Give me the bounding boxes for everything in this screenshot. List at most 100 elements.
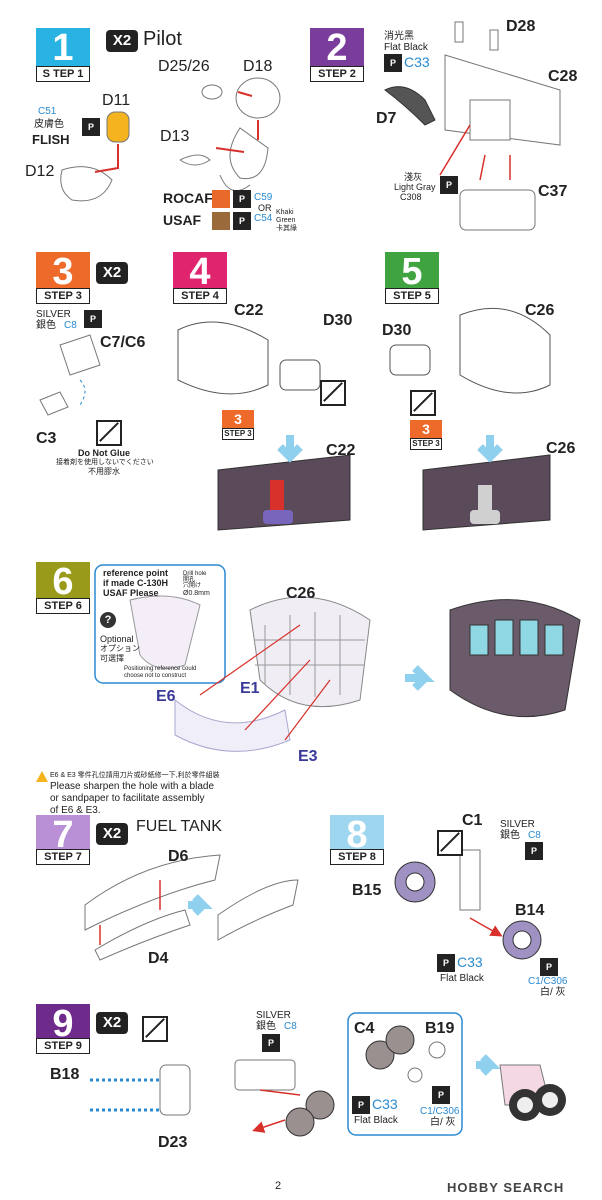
rocaf-label: ROCAF [163, 190, 213, 206]
step2-paint2-code: C308 [400, 192, 422, 202]
part-d28: D28 [506, 18, 536, 35]
usaf-label: USAF [163, 212, 202, 228]
drill-size: Ø0.8mm [183, 590, 210, 597]
drill-3: 穴開け [183, 583, 202, 589]
part-c28: C28 [548, 68, 578, 85]
part-b18: B18 [50, 1066, 80, 1083]
warning-line2: or sandpaper to facilitate assembly [50, 793, 205, 804]
part-e6: E6 [156, 688, 176, 705]
step5-badge: 5 [385, 252, 439, 292]
watermark-logo: HOBBY SEARCH [447, 1180, 565, 1195]
part-c26: C26 [286, 585, 316, 602]
part-d23: D23 [158, 1134, 188, 1151]
warning-icon [36, 771, 48, 782]
paint-icon: P [233, 190, 251, 208]
step5-ref-badge: 3 [410, 420, 442, 438]
step2-paint1-code: C33 [404, 54, 430, 70]
step8-badge: 8 [330, 815, 384, 855]
step1-paint-code: C51 [38, 106, 57, 117]
step9-paint3-code: C1/C306 [420, 1106, 460, 1117]
part-c3: C3 [36, 430, 57, 447]
paint-icon: P [540, 958, 558, 976]
usaf-note2: Green [276, 217, 296, 224]
step3-label: STEP 3 [36, 288, 90, 304]
usaf-note3: 卡其綠 [276, 225, 297, 232]
step4-badge: 4 [173, 252, 227, 292]
part-d30: D30 [323, 312, 353, 329]
step8-paint1-zh: 銀色 [500, 830, 520, 841]
no-glue-icon [142, 1016, 168, 1042]
step6-label: STEP 6 [36, 598, 90, 614]
step3-badge: 3 [36, 252, 90, 292]
ref-line1: if made C-130H [103, 578, 169, 588]
step1-title: Pilot [143, 28, 182, 50]
part-c37: C37 [538, 183, 568, 200]
step9-paint2-name: Flat Black [354, 1115, 398, 1126]
paint-icon: P [262, 1034, 280, 1052]
step8-paint2-name: Flat Black [440, 973, 484, 984]
paint-icon: P [82, 118, 100, 136]
ref-note1: Positioning reference could [124, 666, 197, 672]
paint-icon: P [84, 310, 102, 328]
part-c1: C1 [462, 812, 483, 829]
paint-icon: P [233, 212, 251, 230]
warning-line3: of E6 & E3. [50, 805, 101, 816]
step2-paint2-zh: 淺灰 [404, 172, 423, 182]
drill-2: 開孔 [183, 577, 196, 583]
step7-label: STEP 7 [36, 849, 90, 865]
part-d13: D13 [160, 128, 190, 145]
step2-paint2-name: Light Gray [394, 182, 436, 192]
step7-title: FUEL TANK [136, 818, 222, 835]
step1-paint-zh: 皮膚色 [34, 119, 64, 130]
part-e3: E3 [298, 748, 318, 765]
ref-title: reference point [103, 568, 169, 578]
page-number: 2 [275, 1180, 282, 1192]
rocaf-swatch [212, 190, 230, 208]
ref-note2: choose not to construct [124, 673, 187, 679]
step9-badge: 9 [36, 1004, 90, 1044]
step9-paint1-code: C8 [284, 1021, 297, 1032]
no-glue-icon [320, 380, 346, 406]
step2-badge: 2 [310, 28, 364, 68]
warning-line1: Please sharpen the hole with a blade [50, 781, 215, 792]
step1-multiplier: X2 [106, 30, 138, 52]
step3-paint-zh: 銀色 [36, 320, 56, 331]
optional-en: Optional [100, 634, 134, 644]
step9-paint1-zh: 銀色 [256, 1021, 276, 1032]
no-glue-icon [437, 830, 463, 856]
optional-icon: ? [100, 612, 116, 628]
step3-paint-code: C8 [64, 320, 77, 331]
part-d4: D4 [148, 950, 169, 967]
warning-zh: E6 & E3 零件孔位請用刀片或砂紙修一下,利於零件組裝 [50, 772, 220, 779]
ref-line2: USAF Please [103, 588, 159, 598]
optional-zh: 可選擇 [100, 654, 124, 663]
paint-icon: P [440, 176, 458, 194]
part-c26-result: C26 [546, 440, 576, 457]
part-c7-c6: C7/C6 [100, 334, 146, 351]
usaf-swatch [212, 212, 230, 230]
no-glue-zh: 不用膠水 [88, 467, 120, 476]
paint-icon: P [437, 954, 455, 972]
part-b14: B14 [515, 902, 545, 919]
usaf-code: C54 [254, 213, 273, 224]
step5-label: STEP 5 [385, 288, 439, 304]
part-c4: C4 [354, 1020, 375, 1037]
part-d18: D18 [243, 58, 273, 75]
part-d30: D30 [382, 322, 412, 339]
paint-icon: P [384, 54, 402, 72]
step8-label: STEP 8 [330, 849, 384, 865]
step9-paint3-zh: 白/ 灰 [430, 1117, 456, 1128]
part-b19: B19 [425, 1020, 455, 1037]
step7-badge: 7 [36, 815, 90, 855]
step9-paint2-code: C33 [372, 1096, 398, 1112]
step4-ref-badge: 3 [222, 410, 254, 428]
step6-badge: 6 [36, 562, 90, 602]
paint-icon: P [525, 842, 543, 860]
usaf-note1: Khaki [276, 209, 294, 216]
step4-label: STEP 4 [173, 288, 227, 304]
rocaf-code: C59 [254, 192, 273, 203]
optional-jp: オプション [100, 644, 140, 653]
part-d7: D7 [376, 110, 397, 127]
step8-paint3-zh: 白/ 灰 [540, 987, 566, 998]
part-d11: D11 [102, 92, 131, 109]
